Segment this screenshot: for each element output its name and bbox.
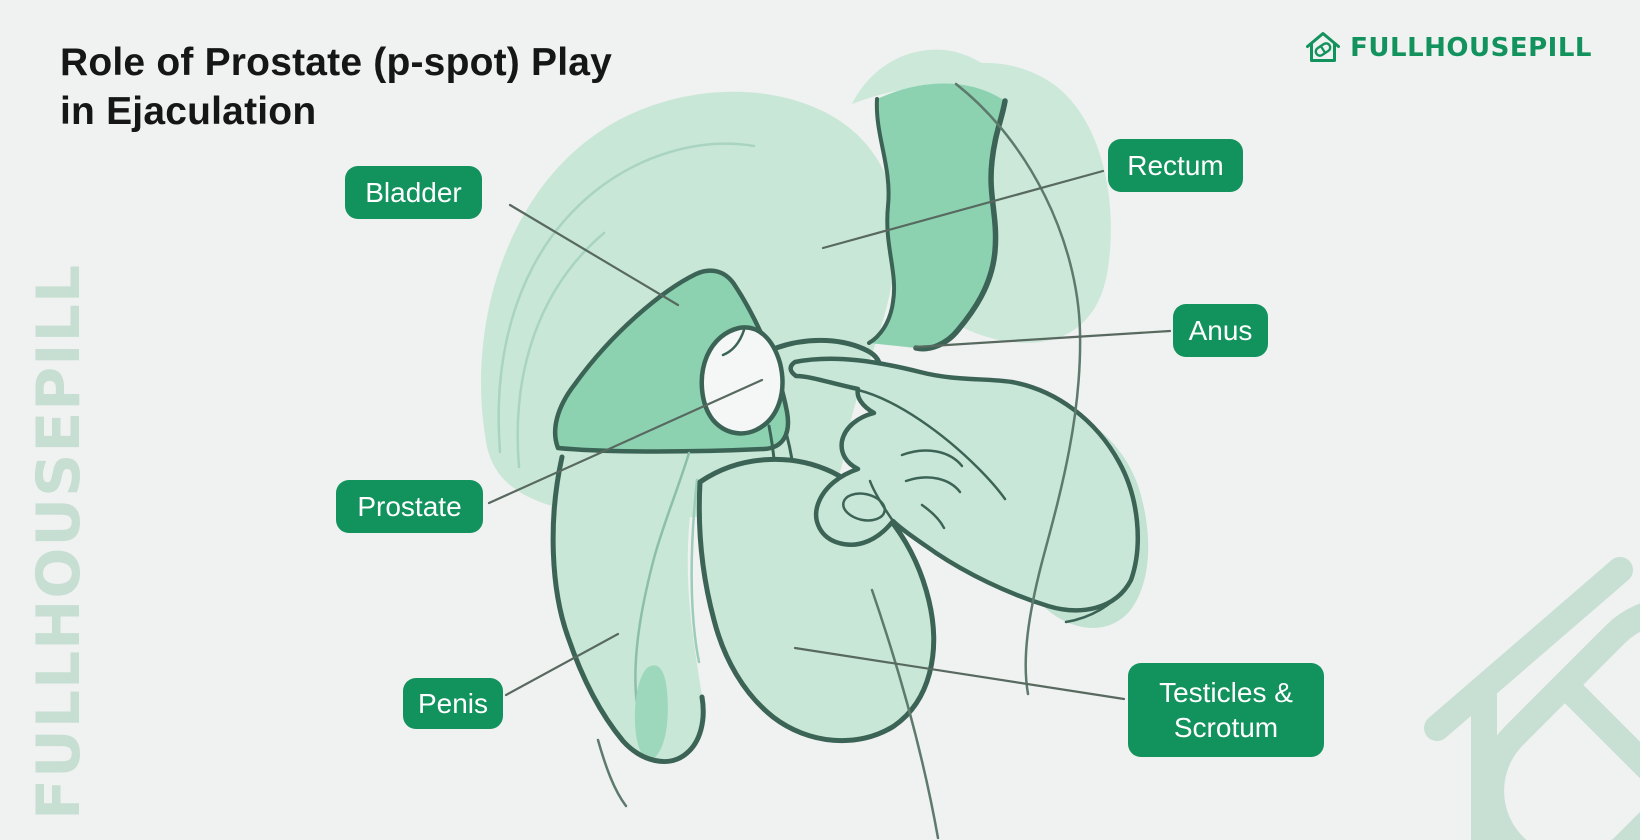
buttock-curve bbox=[954, 82, 1082, 696]
house-pill-icon-watermark bbox=[1424, 557, 1640, 840]
leader-lines bbox=[487, 169, 1172, 701]
page-title: Role of Prostate (p-spot) Play in Ejacul… bbox=[60, 38, 612, 136]
watermark-roof bbox=[1424, 557, 1633, 741]
rectum-outline-left bbox=[867, 97, 897, 345]
label-penis: Penis bbox=[403, 678, 503, 729]
sigmoid-shape bbox=[852, 49, 1007, 104]
thumbnail bbox=[842, 492, 886, 522]
house-pill-icon bbox=[1305, 30, 1341, 66]
body-outline-curves bbox=[596, 82, 1082, 840]
page-title-line2: in Ejaculation bbox=[60, 90, 317, 134]
penis-inner-edge bbox=[690, 478, 701, 664]
label-bladder: Bladder bbox=[345, 166, 482, 219]
glans-shade bbox=[634, 665, 668, 760]
leader-anus bbox=[913, 329, 1172, 349]
brand-name: FULLHOUSEPILL bbox=[1350, 33, 1592, 63]
thigh-curve bbox=[870, 588, 940, 840]
pelvis-contour-lines bbox=[497, 142, 756, 469]
prostate-shape bbox=[699, 325, 785, 436]
leader-rectum bbox=[821, 169, 1105, 250]
leader-bladder bbox=[508, 203, 680, 307]
leader-testicles bbox=[793, 646, 1126, 701]
penis-outline bbox=[550, 454, 706, 764]
label-anus: Anus bbox=[1173, 304, 1268, 357]
prostate-notch bbox=[721, 328, 746, 357]
hand-shape bbox=[788, 356, 1140, 613]
penis-fill bbox=[550, 460, 704, 762]
label-testicles-scrotum: Testicles & Scrotum bbox=[1128, 663, 1324, 757]
label-rectum: Rectum bbox=[1108, 139, 1243, 192]
rectum-outline-right bbox=[913, 98, 1008, 352]
brand-logo: FULLHOUSEPILL bbox=[1305, 30, 1592, 66]
hand-detail-lines bbox=[842, 388, 1130, 624]
leader-prostate bbox=[487, 378, 764, 505]
page-title-line1: Role of Prostate (p-spot) Play bbox=[60, 41, 613, 84]
label-prostate: Prostate bbox=[336, 480, 483, 533]
watermark-pill-divider bbox=[1552, 672, 1640, 779]
under-penis-curve bbox=[596, 738, 628, 808]
leader-penis bbox=[504, 632, 620, 697]
side-watermark-text: FULLHOUSEPILL bbox=[24, 263, 94, 820]
